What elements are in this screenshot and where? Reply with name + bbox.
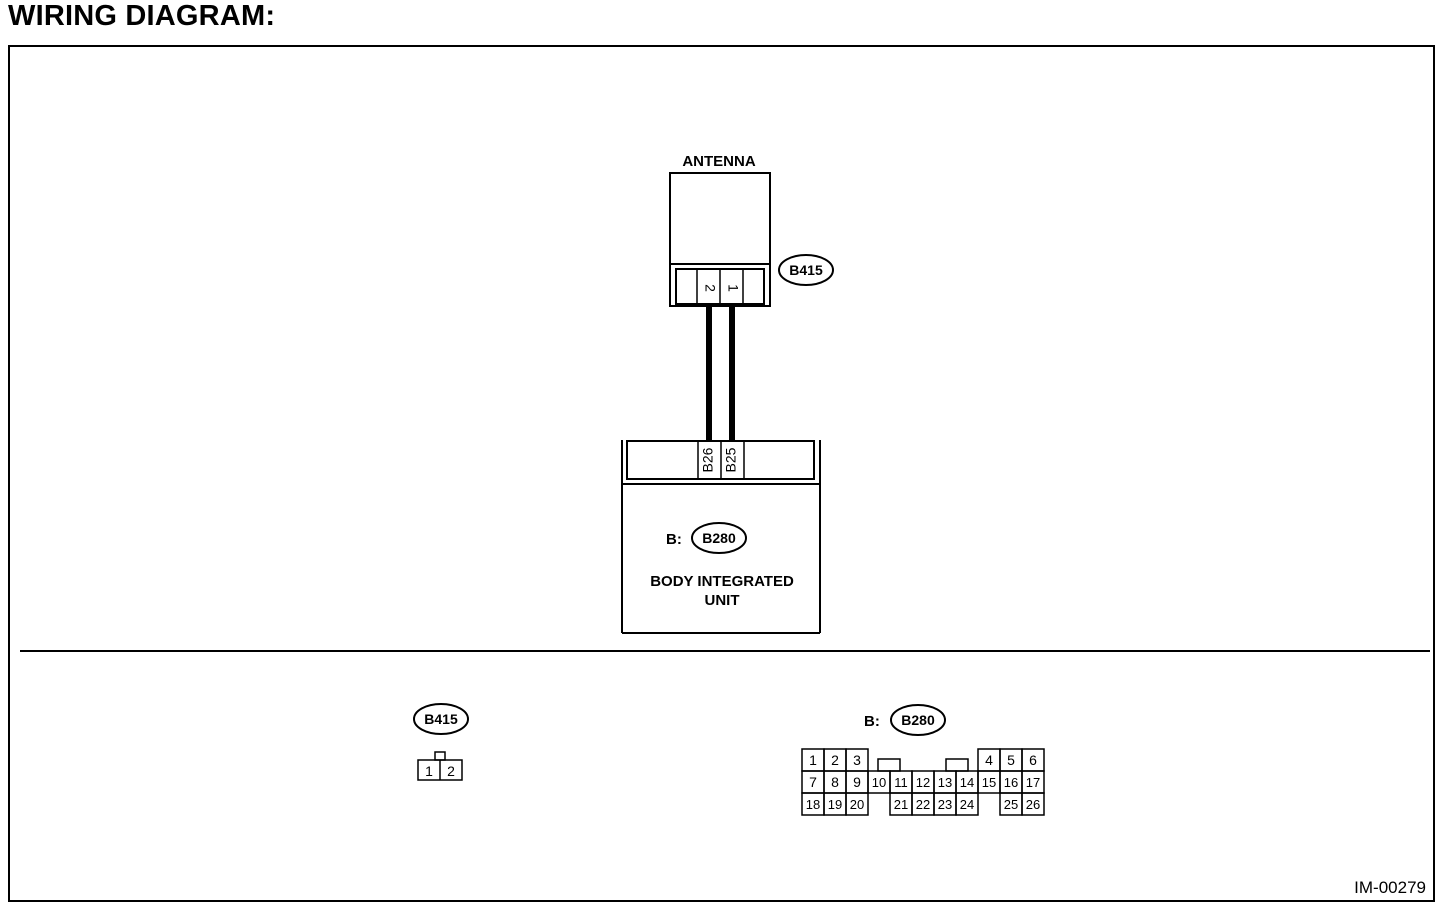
antenna-label: ANTENNA xyxy=(682,153,755,170)
b280-pin-2: 2 xyxy=(831,752,839,768)
b280-pin-14: 14 xyxy=(960,775,974,790)
b280-pin-19: 19 xyxy=(828,797,842,812)
b280-pin-7: 7 xyxy=(809,774,817,790)
legend-b415-pin-1: 1 xyxy=(425,763,433,779)
b280-pin-13: 13 xyxy=(938,775,952,790)
legend-b280-prefix: B: xyxy=(864,713,880,730)
b280-pin-1: 1 xyxy=(809,752,817,768)
legend-b415-callout: B415 xyxy=(413,703,469,735)
antenna-pin-2: 2 xyxy=(702,284,718,292)
b280-pin-3: 3 xyxy=(853,752,861,768)
body-unit-pin-b25: B25 xyxy=(723,447,739,472)
b280-pin-18: 18 xyxy=(806,797,820,812)
legend-b280-callout: B280 xyxy=(890,704,946,736)
body-unit-label-line2: UNIT xyxy=(705,592,740,609)
b415-connector-callout: B415 xyxy=(778,254,834,286)
figure-id: IM-00279 xyxy=(1354,878,1426,897)
b280-pin-6: 6 xyxy=(1029,752,1037,768)
b280-pin-11: 11 xyxy=(894,775,908,790)
b280-pin-26: 26 xyxy=(1026,797,1040,812)
b280-pin-4: 4 xyxy=(985,752,993,768)
b280-pin-15: 15 xyxy=(982,775,996,790)
b280-pin-20: 20 xyxy=(850,797,864,812)
b280-callout-label: B280 xyxy=(702,530,736,546)
body-unit-pin-b26: B26 xyxy=(700,447,716,472)
b280-pin-24: 24 xyxy=(960,797,974,812)
diagram-frame xyxy=(8,45,1435,902)
b280-pin-10: 10 xyxy=(872,775,886,790)
b280-cavity-24 xyxy=(955,792,979,816)
antenna-pin-1: 1 xyxy=(725,284,741,292)
b280-cavity-26 xyxy=(1021,792,1045,816)
b280-pin-9: 9 xyxy=(853,774,861,790)
b280-prefix: B: xyxy=(666,531,682,548)
b280-connector-callout: B280 xyxy=(691,522,747,554)
antenna-box xyxy=(669,172,771,307)
b280-lock-tab-1 xyxy=(877,758,901,772)
body-unit-connector-housing xyxy=(626,440,815,480)
b280-pin-12: 12 xyxy=(916,775,930,790)
b280-pin-8: 8 xyxy=(831,774,839,790)
b280-pin-16: 16 xyxy=(1004,775,1018,790)
legend-b415-pin-2: 2 xyxy=(447,763,455,779)
body-unit-label-line1: BODY INTEGRATED xyxy=(650,573,794,590)
b280-cavity-20 xyxy=(845,792,869,816)
b280-pin-25: 25 xyxy=(1004,797,1018,812)
b280-pin-22: 22 xyxy=(916,797,930,812)
b415-callout-label: B415 xyxy=(789,262,823,278)
antenna-connector-housing xyxy=(675,268,765,305)
b280-lock-tab-2 xyxy=(945,758,969,772)
b280-pin-5: 5 xyxy=(1007,752,1015,768)
legend-b415-connector xyxy=(417,751,463,781)
b280-pin-17: 17 xyxy=(1026,775,1040,790)
page-title: WIRING DIAGRAM: xyxy=(8,0,276,32)
b280-pin-23: 23 xyxy=(938,797,952,812)
b280-pin-21: 21 xyxy=(894,797,908,812)
body-integrated-unit-box xyxy=(621,440,821,634)
legend-b280-label: B280 xyxy=(901,712,935,728)
legend-b415-label: B415 xyxy=(424,711,458,727)
